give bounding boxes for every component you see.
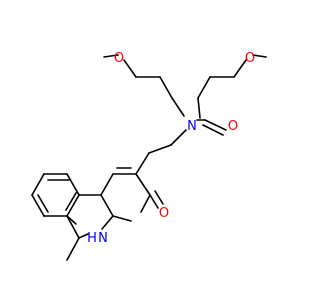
bond <box>100 173 114 196</box>
bond <box>148 144 172 154</box>
bond <box>66 173 80 196</box>
bond <box>197 97 201 119</box>
bond <box>31 194 45 217</box>
bond <box>171 97 185 117</box>
bond <box>123 59 137 78</box>
atom-o-carbonyl: O <box>228 119 238 134</box>
bond <box>78 233 89 239</box>
bonds <box>31 54 267 261</box>
bond <box>100 194 114 217</box>
bond <box>103 54 119 58</box>
bond <box>154 190 164 205</box>
bond <box>159 76 173 99</box>
atom-n-ring: N <box>98 231 108 246</box>
bond <box>233 59 247 78</box>
bond <box>135 152 150 175</box>
bond <box>149 194 159 209</box>
bond <box>37 194 49 213</box>
atom-o-top-left: O <box>114 51 124 66</box>
molecule-canvas: O O N O O N H <box>31 51 267 261</box>
atom-n-amide: N <box>187 119 197 134</box>
bond <box>101 215 114 230</box>
bond <box>66 237 80 261</box>
bond <box>65 192 77 211</box>
bond <box>66 194 80 217</box>
bond <box>252 54 267 58</box>
bond <box>204 119 227 131</box>
bond <box>135 173 151 196</box>
bond <box>66 215 80 239</box>
bond <box>31 173 45 196</box>
bond <box>197 76 211 99</box>
atom-h-ring: H <box>87 231 97 246</box>
bond <box>170 129 187 146</box>
bond <box>202 124 224 136</box>
structure-diagram: O O N O O N H <box>31 51 267 261</box>
atom-labels: O O N O O N H <box>87 51 255 246</box>
bond <box>140 194 151 213</box>
atom-o-top-right: O <box>245 51 255 66</box>
atom-o-lactam: O <box>159 206 169 221</box>
bond <box>112 215 132 222</box>
